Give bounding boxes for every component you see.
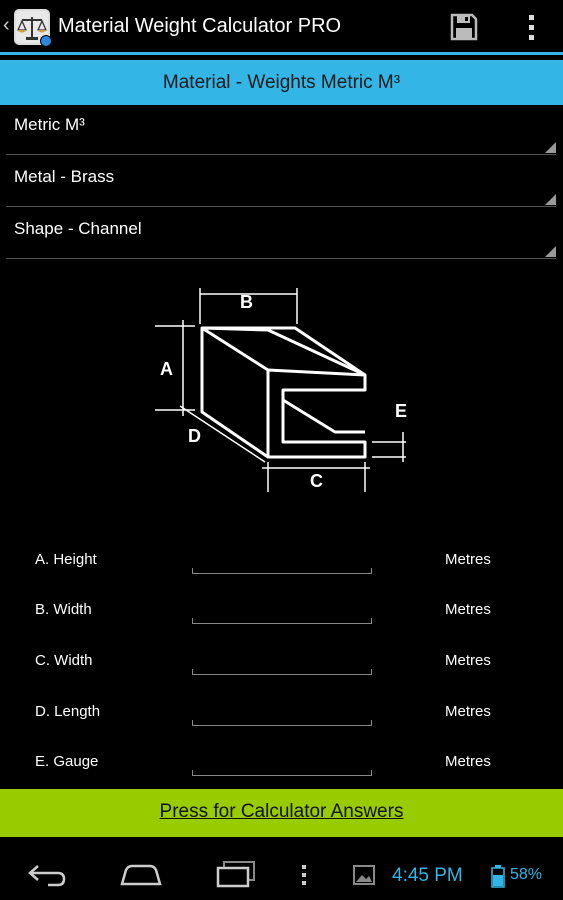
width-b-row: B. Width Metres	[0, 593, 563, 643]
header-title: Material - Weights Metric M³	[162, 72, 401, 93]
width-c-label: C. Width	[35, 652, 93, 669]
dropdown-corner-icon	[545, 142, 556, 153]
material-spinner-label: Metal - Brass	[14, 167, 115, 186]
home-icon[interactable]	[118, 860, 164, 890]
width-c-input[interactable]	[192, 644, 372, 675]
gauge-label: E. Gauge	[35, 753, 99, 770]
width-b-unit: Metres	[445, 601, 491, 618]
calculator-answers-label: Press for Calculator Answers	[159, 801, 404, 822]
battery-icon	[491, 865, 505, 888]
dropdown-corner-icon	[545, 246, 556, 257]
app-title: Material Weight Calculator PRO	[58, 15, 342, 37]
gauge-input[interactable]	[192, 745, 372, 776]
diagram-label-d: D	[188, 426, 201, 446]
system-nav-bar	[0, 845, 563, 900]
overflow-menu-icon[interactable]	[520, 11, 544, 43]
battery-percent: 58%	[510, 866, 543, 883]
gauge-unit: Metres	[445, 753, 491, 770]
status-clock: 4:45 PM	[392, 865, 463, 886]
badge-dot	[40, 35, 52, 47]
save-icon[interactable]	[448, 11, 480, 43]
length-label: D. Length	[35, 703, 101, 720]
width-c-unit: Metres	[445, 652, 491, 669]
diagram-label-a: A	[160, 359, 173, 379]
channel-shape-diagram: B A D C E	[155, 288, 407, 492]
spinner-underline	[6, 206, 556, 207]
height-unit: Metres	[445, 551, 491, 568]
gallery-notification-icon	[353, 865, 375, 885]
header-band	[0, 60, 563, 105]
spinner-underline	[6, 258, 556, 259]
shape-spinner[interactable]: Shape - Channel	[6, 209, 556, 259]
diagram-label-e: E	[395, 401, 407, 421]
width-b-input[interactable]	[192, 593, 372, 624]
diagram-label-b: B	[240, 292, 253, 312]
height-input[interactable]	[192, 543, 372, 574]
units-spinner-label: Metric M³	[14, 115, 85, 134]
shape-spinner-label: Shape - Channel	[14, 219, 142, 238]
diagram-label-c: C	[310, 471, 323, 491]
length-input[interactable]	[192, 695, 372, 726]
material-spinner[interactable]: Metal - Brass	[6, 157, 556, 207]
width-c-row: C. Width Metres	[0, 644, 563, 694]
height-row: A. Height Metres	[0, 543, 563, 593]
units-spinner[interactable]: Metric M³	[6, 105, 556, 155]
menu-icon[interactable]	[297, 861, 311, 889]
recent-apps-icon[interactable]	[214, 858, 260, 890]
calculator-answers-button[interactable]: Press for Calculator Answers	[0, 789, 563, 837]
spinner-underline	[6, 154, 556, 155]
length-unit: Metres	[445, 703, 491, 720]
width-b-label: B. Width	[35, 601, 92, 618]
gauge-row: E. Gauge Metres	[0, 745, 563, 795]
action-bar: ‹ Material Weight Calculator PRO	[0, 0, 563, 52]
scales-app-icon[interactable]	[14, 9, 52, 47]
back-icon[interactable]	[26, 860, 68, 890]
height-label: A. Height	[35, 551, 97, 568]
dropdown-corner-icon	[545, 194, 556, 205]
up-chevron-icon[interactable]: ‹	[3, 14, 10, 36]
length-row: D. Length Metres	[0, 695, 563, 745]
action-bar-divider	[0, 52, 563, 55]
